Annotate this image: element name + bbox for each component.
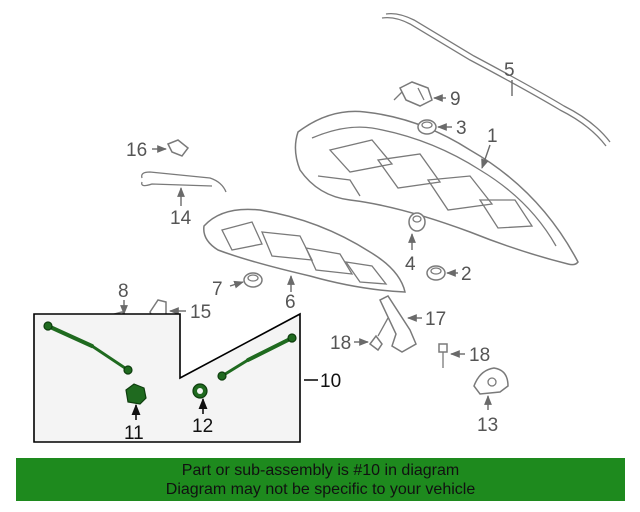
info-banner: Part or sub-assembly is #10 in diagram D… (16, 458, 625, 501)
bumper-3-part[interactable] (417, 119, 437, 135)
callout-12: 12 (192, 416, 213, 437)
callout-2: 2 (461, 264, 472, 285)
hood-insulator-part[interactable] (203, 208, 406, 293)
callout-14: 14 (170, 208, 192, 229)
prop-rod-part[interactable] (141, 171, 227, 193)
gas-strut-left-part[interactable] (43, 321, 133, 375)
bolt-18-right-part[interactable] (438, 343, 448, 368)
banner-line-2: Diagram may not be specific to your vehi… (165, 481, 476, 498)
callout-1: 1 (487, 126, 498, 147)
hood-panel-part[interactable] (294, 110, 579, 266)
callout-17: 17 (425, 309, 446, 330)
callout-10: 10 (320, 371, 341, 392)
callout-15: 15 (190, 302, 211, 323)
gas-strut-right-part[interactable] (217, 333, 297, 381)
callout-5: 5 (504, 60, 515, 81)
bumper-4-part[interactable] (408, 212, 426, 232)
callout-13: 13 (477, 415, 498, 436)
gas-strut-callout-box (33, 312, 301, 443)
bolt-18-left-part[interactable] (368, 317, 389, 352)
callout-7: 7 (212, 279, 223, 300)
hinge-bracket-part[interactable] (393, 81, 433, 107)
callout-8: 8 (118, 281, 129, 302)
hinge-17-part[interactable] (379, 295, 417, 353)
callout-6: 6 (285, 292, 296, 313)
callout-16: 16 (126, 140, 147, 161)
callout-9: 9 (450, 89, 461, 110)
weatherstrip-seal-part[interactable] (381, 12, 611, 147)
clip-16-part[interactable] (166, 139, 190, 157)
callout-18-right: 18 (469, 345, 490, 366)
callout-18-left: 18 (330, 333, 351, 354)
ball-stud-11-part[interactable] (125, 383, 147, 405)
callout-11: 11 (124, 423, 144, 444)
leader-1 (481, 144, 491, 169)
callout-4: 4 (405, 254, 416, 275)
banner-line-1: Part or sub-assembly is #10 in diagram (181, 462, 460, 479)
striker-13-part[interactable] (473, 367, 509, 395)
callout-3: 3 (456, 118, 467, 139)
ball-stud-12-part[interactable] (192, 383, 208, 399)
retainer-7-part[interactable] (243, 272, 263, 288)
bumper-2-part[interactable] (426, 265, 446, 281)
leader-7 (229, 280, 244, 289)
